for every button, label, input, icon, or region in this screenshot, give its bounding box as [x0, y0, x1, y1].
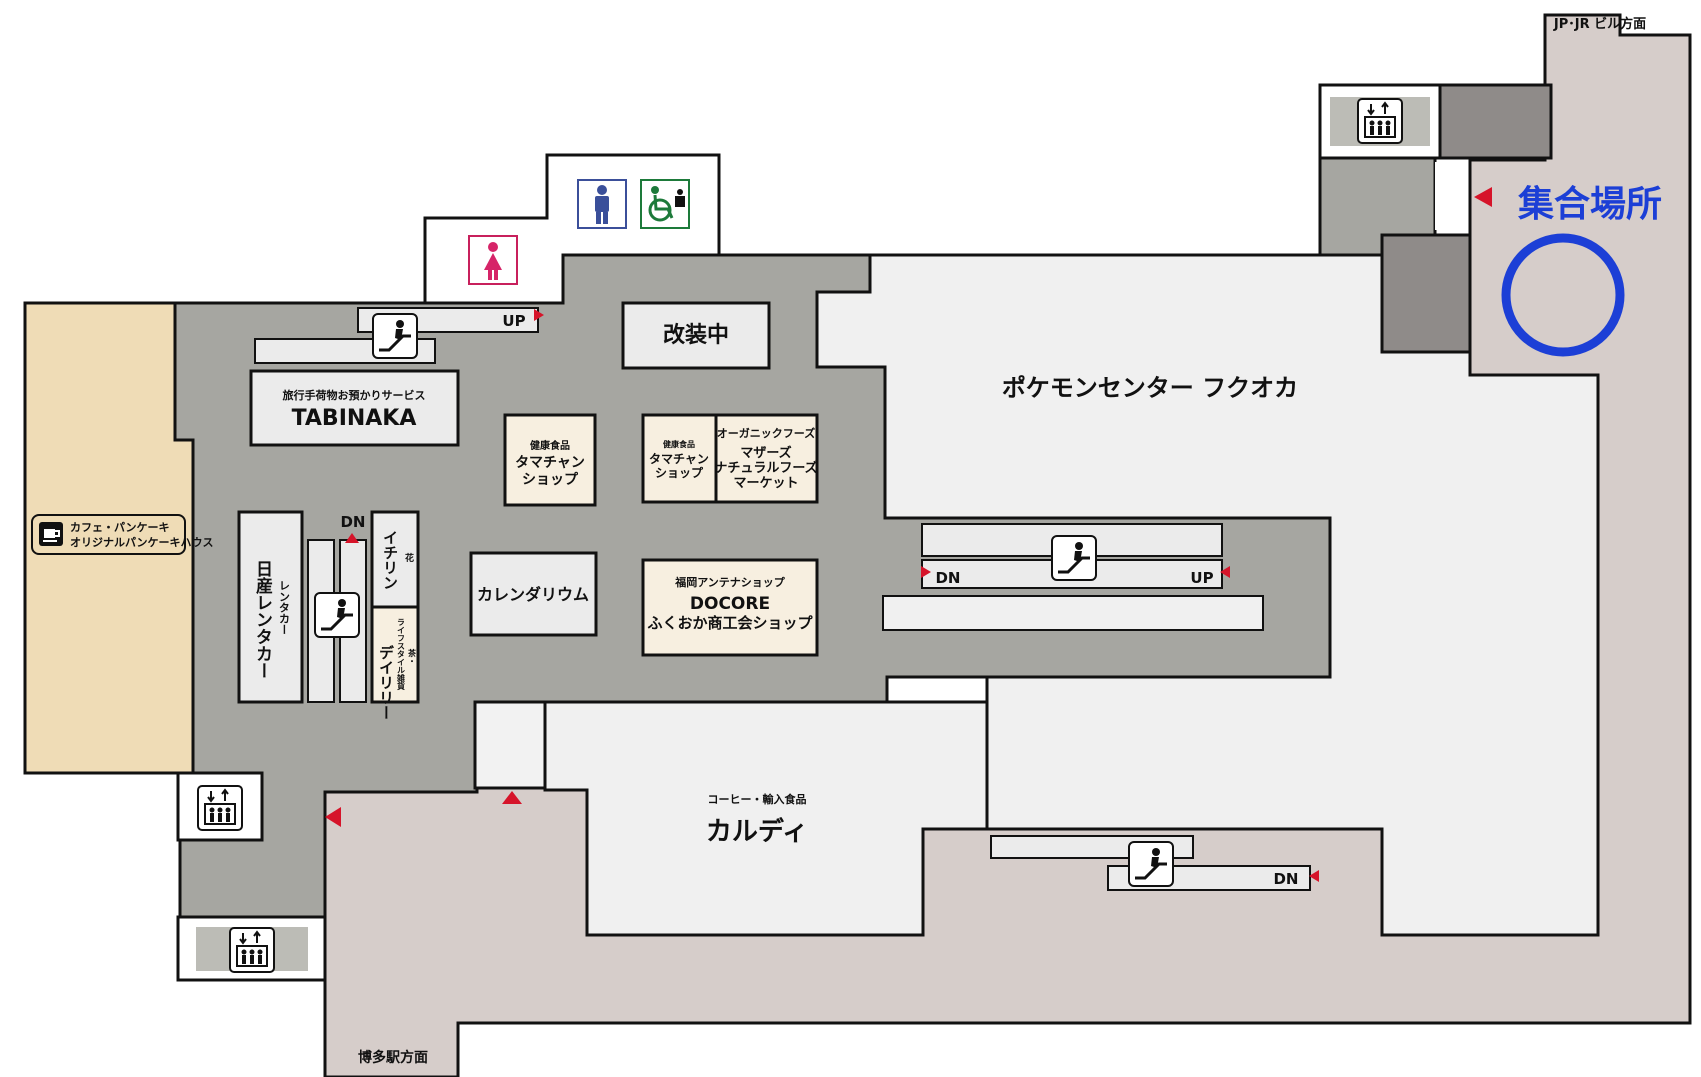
store-renovation-label: 改装中	[663, 322, 729, 348]
store-ichirin-cat: 花	[403, 552, 414, 563]
store-cafe-line2: オリジナルパンケーキハウス	[70, 536, 214, 549]
doorway-hakata	[473, 700, 547, 790]
store-tamachan-1-line1: タマチャン	[515, 455, 585, 471]
store-dailily	[370, 605, 420, 704]
direction-bottom-label: 博多駅方面	[358, 1049, 428, 1066]
store-mothers-cat: オーガニックフーズ	[717, 426, 815, 440]
escalator-dn-label: DN	[935, 569, 960, 587]
store-kaldi-cat: コーヒー・輸入食品	[708, 792, 807, 806]
store-dailily-cat2: 茶・	[407, 648, 417, 665]
elevator-icon	[197, 785, 243, 831]
doorway-top-right	[1435, 162, 1468, 230]
store-docore-line1: DOCORE	[690, 594, 770, 614]
store-nissan-name: 日産レンタカー	[252, 560, 273, 679]
store-pokemon-label: ポケモンセンター フクオカ	[1002, 374, 1298, 402]
red-arrow-icon	[534, 309, 544, 321]
store-renovation	[621, 301, 771, 370]
store-cafe-line1: カフェ・パンケーキ	[70, 521, 170, 534]
service-block-2	[1380, 233, 1472, 354]
store-mothers-line3: マーケット	[733, 476, 798, 491]
red-arrow-icon	[325, 807, 341, 827]
store-cafe-sign	[31, 514, 186, 555]
meeting-point-marker	[1501, 233, 1625, 357]
red-arrow-icon	[502, 791, 522, 804]
red-arrow-icon	[345, 533, 359, 543]
direction-top-right-label: JP･JR ビル方面	[1553, 16, 1646, 32]
store-tamachan-2-cat: 健康食品	[663, 439, 695, 449]
store-tamachan-1-line2: ショップ	[522, 472, 579, 488]
red-arrow-icon	[921, 566, 931, 578]
store-docore-line2: ふくおか商工会ショップ	[647, 614, 813, 632]
red-arrow-icon	[1474, 187, 1492, 207]
store-calendarium	[469, 551, 598, 637]
escalator-icon	[371, 312, 419, 360]
meeting-point-label: 集合場所	[1517, 184, 1662, 225]
store-kaldi-name: カルディ	[706, 816, 808, 847]
store-mothers	[714, 413, 819, 504]
store-tamachan-2-line2: ショップ	[655, 465, 704, 480]
escalator-icon	[313, 591, 361, 639]
store-tamachan-2-line1: タマチャン	[649, 452, 709, 466]
store-docore-cat: 福岡アンテナショップ	[674, 575, 786, 589]
store-tamachan-1-cat: 健康食品	[530, 439, 570, 452]
store-nissan	[237, 510, 304, 704]
escalator-icon	[1050, 534, 1098, 582]
red-arrow-icon	[1220, 566, 1230, 578]
store-ichirin-name: イチリン	[381, 530, 399, 590]
store-tabinaka	[249, 369, 460, 447]
store-nissan-cat: レンタカー	[278, 580, 291, 635]
store-docore	[641, 558, 819, 657]
store-kaldi-area	[543, 700, 989, 937]
store-dailily-name: デイリリー	[377, 644, 395, 720]
accessible-restroom-icon	[640, 179, 690, 229]
store-dailily-cat: ライフスタイル雑貨	[397, 618, 406, 691]
mens-restroom-icon	[577, 179, 627, 229]
escalator-dn-label: DN	[1273, 870, 1298, 888]
store-mothers-line1: マザーズ	[740, 445, 791, 461]
elevator-icon	[1357, 98, 1403, 144]
store-tamachan-1	[503, 413, 597, 507]
escalator-dn-label: DN	[340, 513, 365, 531]
womens-restroom-icon	[468, 235, 518, 285]
service-block-1	[1438, 83, 1553, 160]
coffee-cup-icon	[39, 522, 63, 546]
elevator-icon	[229, 927, 275, 973]
escalator-up-label: UP	[1190, 569, 1213, 587]
store-tabinaka-service: 旅行手荷物お預かりサービス	[283, 388, 426, 402]
escalator-icon	[1127, 840, 1175, 888]
escalator-up-label: UP	[502, 312, 525, 330]
store-calendarium-label: カレンダリウム	[477, 585, 589, 604]
red-arrow-icon	[1309, 870, 1319, 882]
store-mothers-line2: ナチュラルフーズ	[714, 460, 817, 476]
store-tamachan-2	[641, 413, 718, 504]
store-tabinaka-name: TABINAKA	[292, 406, 417, 431]
